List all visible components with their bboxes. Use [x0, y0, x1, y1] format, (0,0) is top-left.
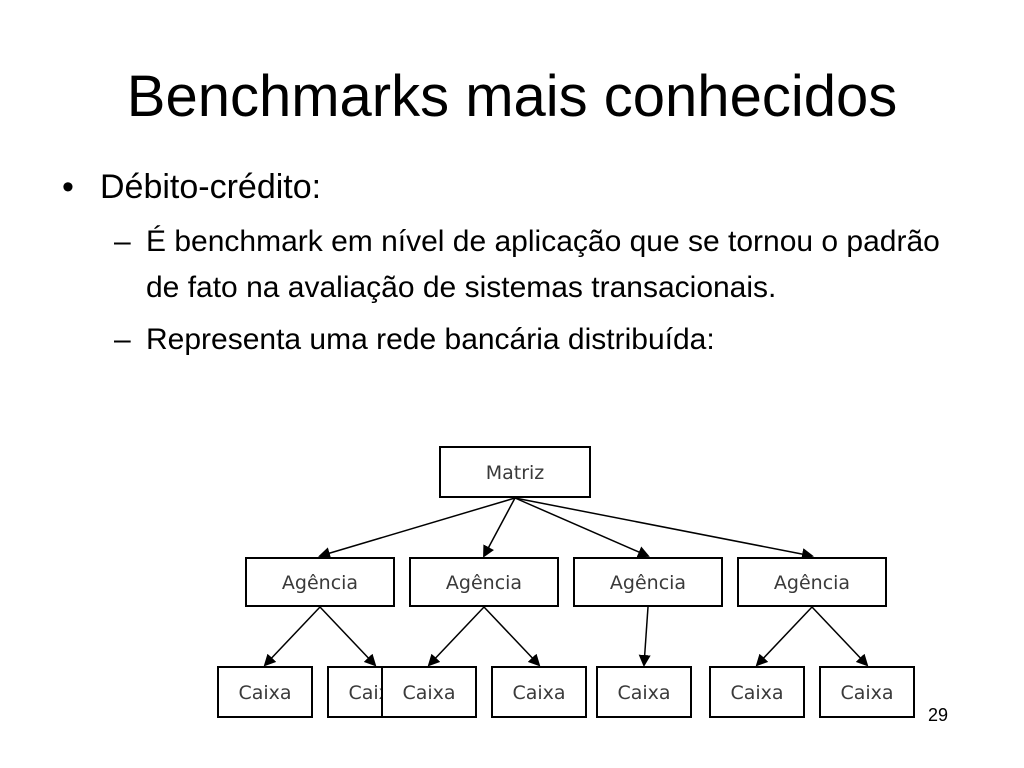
sub-bullet-text: É benchmark em nível de aplicação que se…	[146, 225, 940, 304]
leaf-node: Caixa	[217, 666, 313, 718]
root-node-label: Matriz	[486, 462, 545, 484]
connector-arrow	[318, 497, 516, 559]
sub-bullet-list: – É benchmark em nível de aplicação que …	[62, 219, 962, 363]
leaf-node-label: Caixa	[238, 682, 291, 704]
dash-marker: –	[114, 225, 131, 258]
leaf-node: Caixa	[596, 666, 692, 718]
connector-layer	[263, 497, 869, 667]
leaf-node-label: Caixa	[730, 682, 783, 704]
branch-node: Agência	[737, 557, 887, 607]
connector-arrow	[427, 606, 485, 667]
connector-arrow	[319, 606, 377, 667]
sub-bullet-item: – É benchmark em nível de aplicação que …	[62, 219, 962, 311]
slide-title: Benchmarks mais conhecidos	[126, 64, 898, 129]
root-node: Matriz	[439, 446, 591, 498]
branch-node-label: Agência	[610, 572, 686, 594]
bullet-list: • Débito-crédito: – É benchmark em nível…	[62, 165, 962, 369]
connector-arrow	[263, 606, 321, 667]
connector-arrow	[483, 497, 516, 558]
bullet-marker: •	[62, 168, 74, 206]
leaf-node: Caixa	[381, 666, 477, 718]
connector-arrow	[638, 606, 651, 667]
branch-node: Agência	[409, 557, 559, 607]
branch-node: Agência	[245, 557, 395, 607]
leaf-node-label: Caixa	[512, 682, 565, 704]
leaf-node-label: Caixa	[617, 682, 670, 704]
branch-node-label: Agência	[774, 572, 850, 594]
bullet-text: Débito-crédito:	[100, 168, 322, 206]
branch-node: Agência	[573, 557, 723, 607]
leaf-node: Caixa	[819, 666, 915, 718]
branch-node-label: Agência	[282, 572, 358, 594]
connector-arrow	[514, 497, 814, 560]
leaf-node-label: Caixa	[402, 682, 455, 704]
page-number: 29	[928, 705, 949, 725]
bullet-item: • Débito-crédito:	[62, 165, 962, 209]
leaf-node: Caixa	[709, 666, 805, 718]
branch-node-label: Agência	[446, 572, 522, 594]
connector-arrow	[483, 606, 541, 667]
sub-bullet-item: – Representa uma rede bancária distribuí…	[62, 317, 962, 363]
connector-arrow	[811, 606, 869, 667]
connector-arrow	[514, 497, 650, 558]
sub-bullet-text: Representa uma rede bancária distribuída…	[146, 323, 715, 356]
leaf-node: Caixa	[491, 666, 587, 718]
connector-arrow	[755, 606, 813, 667]
dash-marker: –	[114, 323, 131, 356]
leaf-node-label: Caixa	[840, 682, 893, 704]
